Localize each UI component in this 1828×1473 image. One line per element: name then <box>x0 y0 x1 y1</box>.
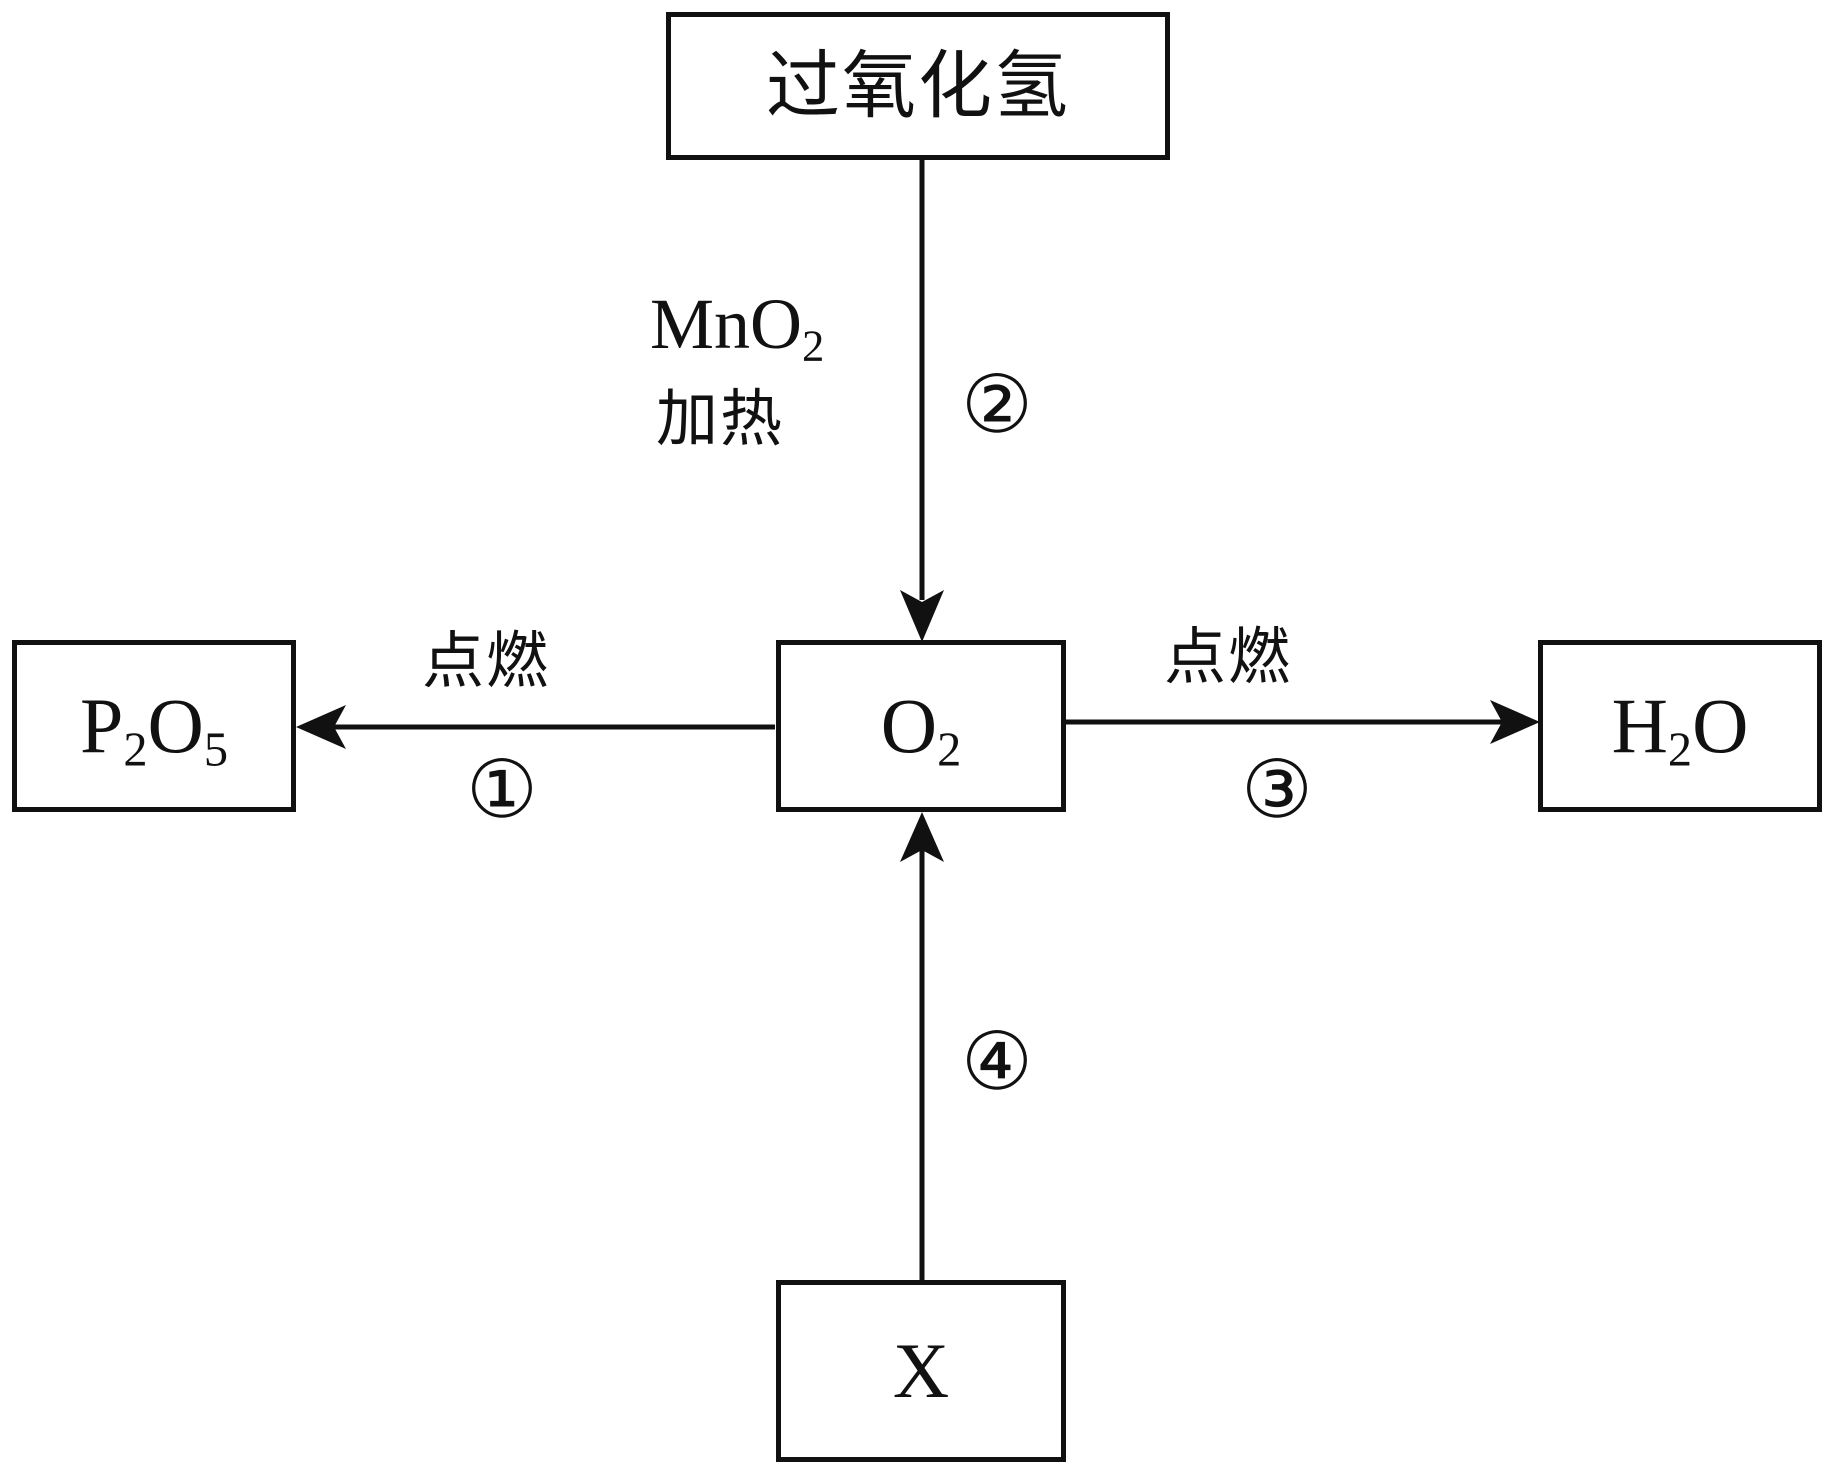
arrow-x-to-o2 <box>900 812 944 1280</box>
arrowhead-left-icon <box>296 705 346 749</box>
node-hydrogen-peroxide: 过氧化氢 <box>666 12 1170 160</box>
node-hydrogen-peroxide-label: 过氧化氢 <box>766 43 1070 129</box>
step-number-2: ② <box>961 358 1033 451</box>
reaction-2-heat: 加热 <box>656 382 785 455</box>
step-number-1: ① <box>466 743 538 836</box>
step-number-3: ③ <box>1241 743 1313 836</box>
node-oxygen-label: O2 <box>880 682 962 777</box>
node-x: X <box>776 1280 1066 1462</box>
arrow-o2-to-p2o5 <box>296 705 775 749</box>
arrowhead-down-icon <box>900 590 944 642</box>
node-water: H2O <box>1538 640 1822 812</box>
arrow-h2o2-to-o2 <box>900 160 944 642</box>
arrow-o2-to-h2o <box>1066 700 1540 744</box>
node-x-label: X <box>892 1327 950 1414</box>
arrowhead-up-icon <box>900 812 944 862</box>
node-phosphorus-pentoxide: P2O5 <box>12 640 296 812</box>
node-water-label: H2O <box>1611 682 1749 777</box>
reaction-3-condition: 点燃 <box>1164 620 1293 693</box>
reaction-1-condition: 点燃 <box>422 624 551 697</box>
arrowhead-right-icon <box>1490 700 1540 744</box>
step-number-4: ④ <box>961 1015 1033 1108</box>
reaction-2-catalyst: MnO2 <box>650 284 825 371</box>
node-phosphorus-pentoxide-label: P2O5 <box>79 682 229 777</box>
node-oxygen: O2 <box>776 640 1066 812</box>
